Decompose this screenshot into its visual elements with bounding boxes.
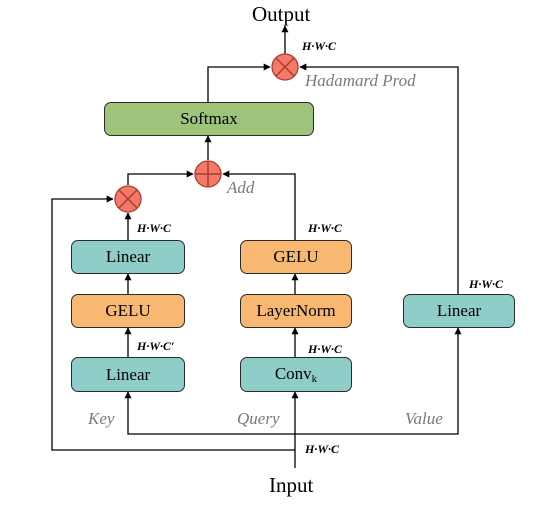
query-conv-label: Convk <box>275 364 317 385</box>
dim-key-mid: H·W·C′ <box>137 339 175 353</box>
conv-text: Conv <box>274 364 312 383</box>
multiply-operator <box>114 185 142 213</box>
dim-value: H·W·C <box>469 277 504 291</box>
key-gelu-label: GELU <box>105 301 151 320</box>
dim-output: H·W·C <box>302 39 337 53</box>
dim-key-top: H·W·C <box>137 221 172 235</box>
hadamard-operator <box>271 53 299 81</box>
conv-subscript: k <box>311 373 318 385</box>
input-label: Input <box>269 473 314 497</box>
add-operator <box>194 160 222 188</box>
dim-query-bottom: H·W·C <box>308 342 343 356</box>
dim-input: H·W·C <box>305 442 340 456</box>
query-gelu-block: GELU <box>240 240 352 274</box>
key-linear-top-label: Linear <box>105 247 151 266</box>
hadamard-label: Hadamard Prod <box>305 71 416 90</box>
softmax-label: Softmax <box>180 109 238 128</box>
key-linear-bottom-block: Linear <box>71 357 185 392</box>
add-label: Add <box>227 178 255 197</box>
value-linear-block: Linear <box>403 294 515 328</box>
value-branch-label: Value <box>405 409 443 428</box>
query-conv-block: Convk <box>240 357 352 392</box>
key-linear-top-block: Linear <box>71 240 185 274</box>
query-gelu-label: GELU <box>273 247 319 266</box>
key-linear-bottom-label: Linear <box>105 364 151 384</box>
value-linear-label: Linear <box>436 301 482 320</box>
key-gelu-block: GELU <box>71 294 185 328</box>
dim-query-top: H·W·C <box>308 221 343 235</box>
output-label: Output <box>252 2 311 26</box>
query-branch-label: Query <box>237 409 280 428</box>
query-layernorm-label: LayerNorm <box>256 301 336 320</box>
key-branch-label: Key <box>88 409 115 428</box>
softmax-block: Softmax <box>104 102 314 136</box>
query-layernorm-block: LayerNorm <box>240 294 352 328</box>
